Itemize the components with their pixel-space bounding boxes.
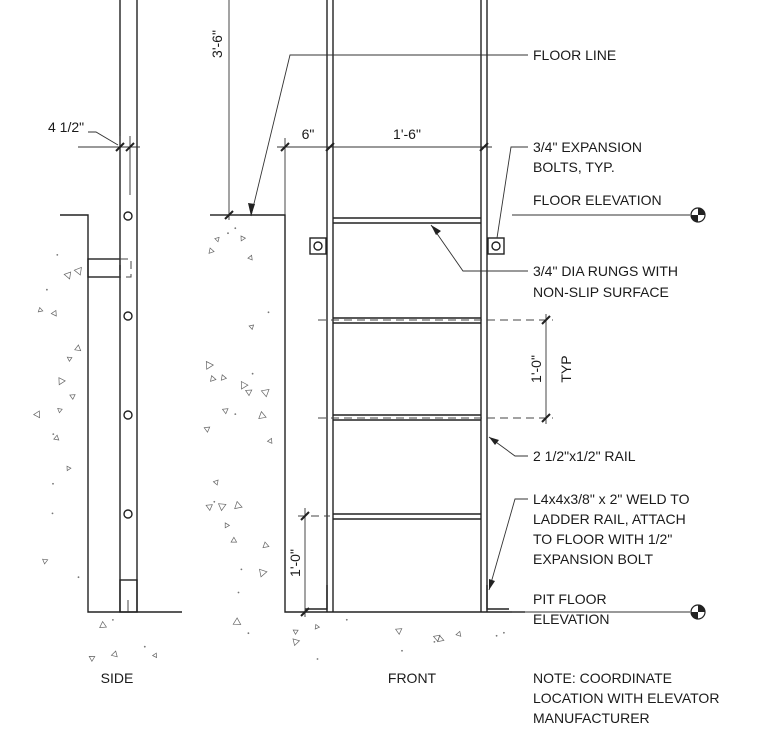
callout-leaders	[248, 54, 690, 613]
dim-rail-offset-label: 4 1/2"	[48, 119, 84, 135]
expansion-bolt-right	[487, 237, 505, 255]
callout-floor-line: FLOOR LINE	[533, 47, 616, 63]
callout-rail: 2 1/2"x1/2" RAIL	[533, 448, 636, 464]
rung	[333, 217, 481, 224]
leader-expansion-bolts	[496, 146, 528, 239]
dim-tick	[224, 210, 234, 220]
side-wall-outline	[60, 214, 182, 613]
dim-tick	[541, 413, 551, 423]
callout-angle-bracket-line4: EXPANSION BOLT	[533, 551, 654, 567]
leader-floor-line	[250, 54, 528, 217]
leader-arrowhead	[431, 225, 441, 235]
side-anchor-bolt	[87, 258, 121, 278]
note-line2: LOCATION WITH ELEVATOR	[533, 690, 719, 706]
dim-tick	[280, 142, 290, 152]
dim-rail-spacing-label: 1'-6"	[393, 126, 421, 142]
front-view-label: FRONT	[388, 670, 437, 686]
side-angle-bracket	[119, 579, 138, 613]
callout-angle-bracket-line2: LADDER RAIL, ATTACH	[533, 511, 686, 527]
dim-wall-to-rail-label: 6"	[302, 126, 315, 142]
dim-first-rung-label: 1'-0"	[287, 549, 303, 577]
callout-labels: FLOOR LINE 3/4" EXPANSION BOLTS, TYP. FL…	[533, 47, 719, 726]
elevation-marker-icon	[690, 604, 706, 620]
side-rung-4	[123, 509, 133, 519]
dim-tick	[325, 142, 335, 152]
dim-tick	[541, 315, 551, 325]
dim-rung-spacing-typ-label: TYP	[558, 355, 574, 382]
front-view: 6" 1'-6" 3'-6" 1'-0" TYP 1'-0" FRONT	[209, 0, 574, 686]
leader-arrowhead	[489, 437, 499, 445]
callout-pit-floor-line1: PIT FLOOR	[533, 591, 607, 607]
note-line1: NOTE: COORDINATE	[533, 670, 672, 686]
side-rung-2	[123, 311, 133, 321]
dim-extension-label: 3'-6"	[209, 30, 225, 58]
leader-angle-bracket	[488, 498, 528, 591]
dim-leader-rail-offset	[88, 131, 119, 146]
leader-arrowhead	[489, 579, 495, 590]
dim-tick-2	[125, 142, 135, 152]
leader-rail	[488, 436, 528, 457]
rung	[333, 513, 481, 520]
dim-tick	[300, 511, 310, 521]
note-line3: MANUFACTURER	[533, 710, 650, 726]
concrete-hatch	[33, 227, 505, 662]
side-view: 4 1/2" SIDE	[48, 0, 182, 686]
side-rung-3	[123, 410, 133, 420]
leader-rungs	[430, 224, 528, 272]
leader-arrowhead	[248, 203, 255, 216]
callout-floor-elevation: FLOOR ELEVATION	[533, 192, 662, 208]
callout-expansion-bolts-line1: 3/4" EXPANSION	[533, 139, 642, 155]
callout-rungs-line1: 3/4" DIA RUNGS WITH	[533, 263, 678, 279]
rung	[333, 414, 481, 421]
angle-bracket-right	[486, 585, 509, 610]
side-view-label: SIDE	[101, 670, 134, 686]
dim-tick	[300, 607, 310, 617]
dim-tick	[479, 142, 489, 152]
callout-expansion-bolts-line2: BOLTS, TYP.	[533, 159, 615, 175]
callout-angle-bracket-line1: L4x4x3/8" x 2" WELD TO	[533, 491, 690, 507]
rung	[333, 317, 481, 324]
side-rung-1	[123, 211, 133, 221]
callout-angle-bracket-line3: TO FLOOR WITH 1/2"	[533, 531, 672, 547]
elevation-marker-icon	[690, 207, 706, 223]
side-anchor-bolt-hidden	[119, 258, 132, 278]
front-wall-outline	[210, 214, 525, 613]
angle-bracket-left	[305, 585, 328, 610]
expansion-bolt-left	[309, 237, 327, 255]
callout-rungs-line2: NON-SLIP SURFACE	[533, 284, 669, 300]
callout-pit-floor-line2: ELEVATION	[533, 611, 610, 627]
dim-tick-1	[115, 142, 125, 152]
dim-rung-spacing-label: 1'-0"	[528, 355, 544, 383]
